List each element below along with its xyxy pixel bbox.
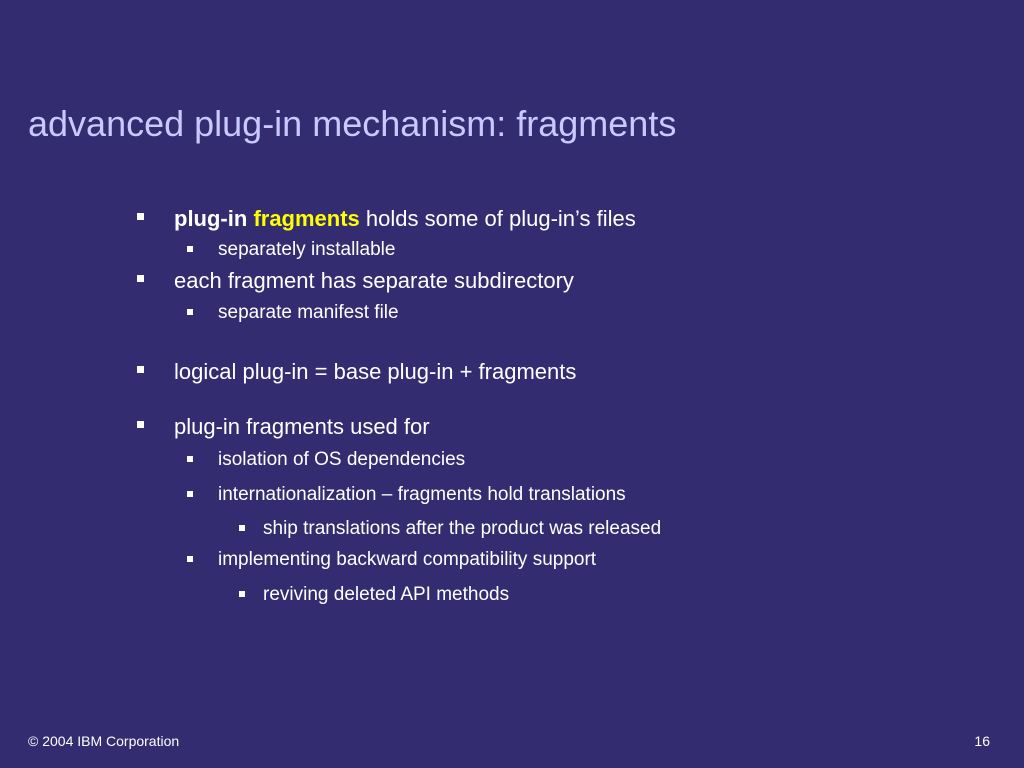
bullet-plugin-fragments: plug-in fragments holds some of plug-in’…: [137, 205, 636, 233]
footer-copyright: © 2004 IBM Corporation: [28, 733, 180, 749]
bullet-bold-term: plug-in: [174, 206, 248, 231]
square-bullet-icon: [187, 491, 193, 497]
bullet-logical-plugin: logical plug-in = base plug-in + fragmen…: [137, 358, 577, 386]
square-bullet-icon: [187, 556, 193, 562]
bullet-separate-manifest: separate manifest file: [187, 301, 399, 325]
square-bullet-icon: [137, 421, 144, 428]
square-bullet-icon: [239, 591, 245, 597]
bullet-text: separate manifest file: [218, 302, 399, 323]
bullet-text: holds some of plug-in’s files: [359, 206, 636, 231]
slide-title: advanced plug-in mechanism: fragments: [28, 103, 677, 144]
bullet-text: each fragment has separate subdirectory: [174, 268, 574, 293]
bullet-os-dependencies: isolation of OS dependencies: [187, 448, 466, 472]
bullet-internationalization: internationalization – fragments hold tr…: [187, 483, 626, 507]
bullet-backward-compatibility: implementing backward compatibility supp…: [187, 548, 597, 572]
bullet-highlight-term: fragments: [253, 206, 360, 231]
bullet-fragments-used-for: plug-in fragments used for: [137, 413, 430, 441]
footer-page-number: 16: [974, 733, 990, 749]
square-bullet-icon: [187, 456, 193, 462]
bullet-text: logical plug-in = base plug-in + fragmen…: [174, 359, 577, 384]
bullet-separately-installable: separately installable: [187, 238, 396, 262]
square-bullet-icon: [187, 246, 193, 252]
bullet-text: internationalization – fragments hold tr…: [218, 484, 626, 505]
bullet-separate-subdirectory: each fragment has separate subdirectory: [137, 267, 574, 295]
square-bullet-icon: [137, 275, 144, 282]
square-bullet-icon: [137, 366, 144, 373]
bullet-text: ship translations after the product was …: [263, 518, 662, 539]
bullet-text: reviving deleted API methods: [263, 584, 510, 605]
bullet-ship-translations: ship translations after the product was …: [239, 517, 662, 541]
bullet-text: isolation of OS dependencies: [218, 449, 466, 470]
square-bullet-icon: [239, 525, 245, 531]
bullet-reviving-api-methods: reviving deleted API methods: [239, 583, 510, 607]
square-bullet-icon: [137, 213, 144, 220]
bullet-text: implementing backward compatibility supp…: [218, 549, 597, 570]
square-bullet-icon: [187, 309, 193, 315]
bullet-text: separately installable: [218, 239, 396, 260]
bullet-text: plug-in fragments used for: [174, 414, 430, 439]
